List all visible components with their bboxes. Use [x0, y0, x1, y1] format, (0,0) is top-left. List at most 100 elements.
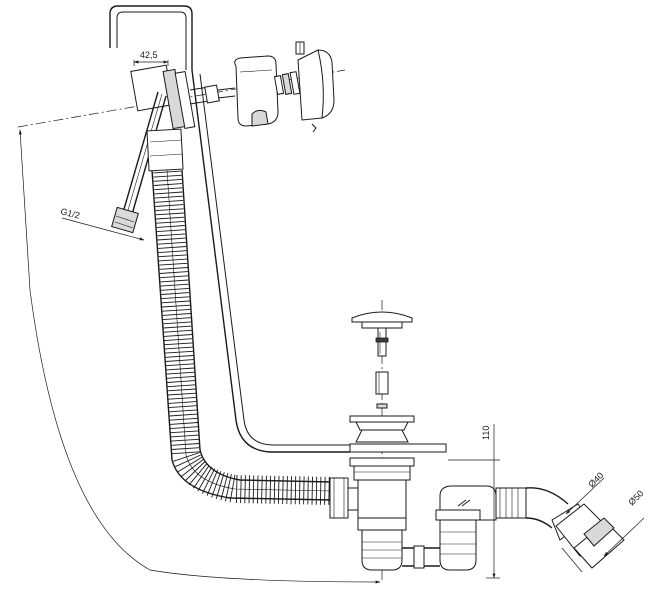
hose-ring [153, 178, 182, 182]
hose-ring [157, 229, 186, 233]
hose-ring [180, 459, 204, 477]
hose-ring [167, 384, 196, 388]
outlet-elbow [495, 487, 625, 569]
dim-label-g12: G1/2 [60, 206, 81, 220]
dim-label-42-5: 42,5 [140, 50, 158, 60]
hose-ring [168, 396, 197, 400]
hose-ring [164, 334, 193, 337]
hose-ring [328, 476, 330, 505]
hose-ring [167, 392, 196, 396]
hose-top-collar [146, 128, 184, 172]
hose-ring [164, 346, 193, 350]
hose-ring [256, 475, 259, 504]
hose-ring [156, 225, 185, 228]
hose-ring [154, 195, 183, 199]
overflow-cover [234, 55, 279, 127]
hose-corrugations [153, 170, 330, 505]
hose-ring [169, 422, 198, 425]
drain-flange [349, 443, 447, 481]
hose-ring [161, 296, 190, 300]
hose-ring [165, 359, 194, 362]
hose-ring [164, 342, 193, 346]
hose-ring [315, 476, 318, 505]
overall-dimension [18, 129, 381, 584]
hose-ring [166, 371, 195, 375]
hose-ring [153, 170, 182, 174]
hose-ring [286, 476, 288, 505]
hose-ring [164, 338, 193, 342]
hose-ring [170, 430, 199, 434]
hose-ring [154, 187, 183, 191]
hose-ring [165, 363, 195, 367]
hose-ring [157, 233, 186, 237]
hose-ring [248, 475, 251, 504]
hose-ring [170, 438, 200, 442]
hose-ring [170, 426, 199, 430]
hose-ring [155, 208, 184, 212]
hose-ring [168, 405, 197, 409]
small-fittings [273, 71, 301, 95]
hose-ring [307, 476, 309, 505]
hose-ring [155, 204, 184, 207]
hose-ring [298, 476, 301, 505]
hose-ring [161, 300, 190, 304]
hose-ring [171, 447, 200, 450]
hose-ring [290, 476, 292, 505]
hose-ring [261, 475, 263, 504]
hose-ring [220, 473, 229, 501]
trap-u-bend [402, 485, 497, 571]
hose-ring [155, 212, 184, 216]
hose-ring [224, 473, 232, 502]
dim-110: 110 [448, 424, 500, 579]
hose-ring [154, 191, 183, 195]
hose-ring [167, 388, 196, 392]
hose-ring [197, 466, 213, 492]
hose-ring [160, 287, 189, 291]
hose-ring [324, 476, 326, 505]
hose-ring [159, 271, 188, 274]
hose-ring [153, 183, 182, 186]
hose-ring [160, 283, 189, 287]
hose-ring [160, 275, 189, 279]
hose-ring [166, 367, 195, 371]
hose-ring [167, 380, 196, 383]
hose-ring [244, 475, 246, 504]
hose-ring [303, 476, 305, 505]
spout-pipe [109, 5, 193, 70]
hose-ring [188, 463, 208, 486]
hose-ring [165, 350, 194, 354]
hose-ring [159, 267, 188, 270]
hose-ring [169, 409, 198, 413]
hose-ring [171, 451, 200, 455]
hose-ring [206, 469, 219, 496]
hose-ring [158, 254, 187, 258]
waste-body [357, 479, 407, 571]
hose-ring [158, 246, 187, 249]
hose-ring [163, 325, 192, 329]
hose-ring [184, 461, 206, 482]
hose-ring [215, 472, 225, 500]
overflow-head [130, 64, 236, 130]
hose-ring [229, 474, 236, 503]
hose-ring [201, 468, 216, 494]
dim-label-d50: Ø50 [626, 488, 645, 507]
hose-ring [160, 279, 189, 283]
corrugated-hose [151, 169, 333, 505]
hose-ring [169, 417, 198, 421]
hose-ring [156, 220, 185, 224]
hose-ring [177, 456, 203, 473]
fill-pipe [191, 69, 350, 453]
hose-ring [158, 250, 187, 254]
hose-ring [171, 443, 200, 446]
hose-ring [165, 355, 194, 358]
hose-ring [155, 199, 184, 203]
hose-ring [252, 475, 255, 504]
hose-ring [162, 308, 191, 312]
overflow-knob [295, 41, 335, 133]
hose-ring [158, 258, 188, 262]
hose-ring [319, 476, 322, 505]
hose-ring [157, 241, 186, 245]
hose-ring [166, 375, 195, 379]
hose-ring [169, 413, 198, 417]
